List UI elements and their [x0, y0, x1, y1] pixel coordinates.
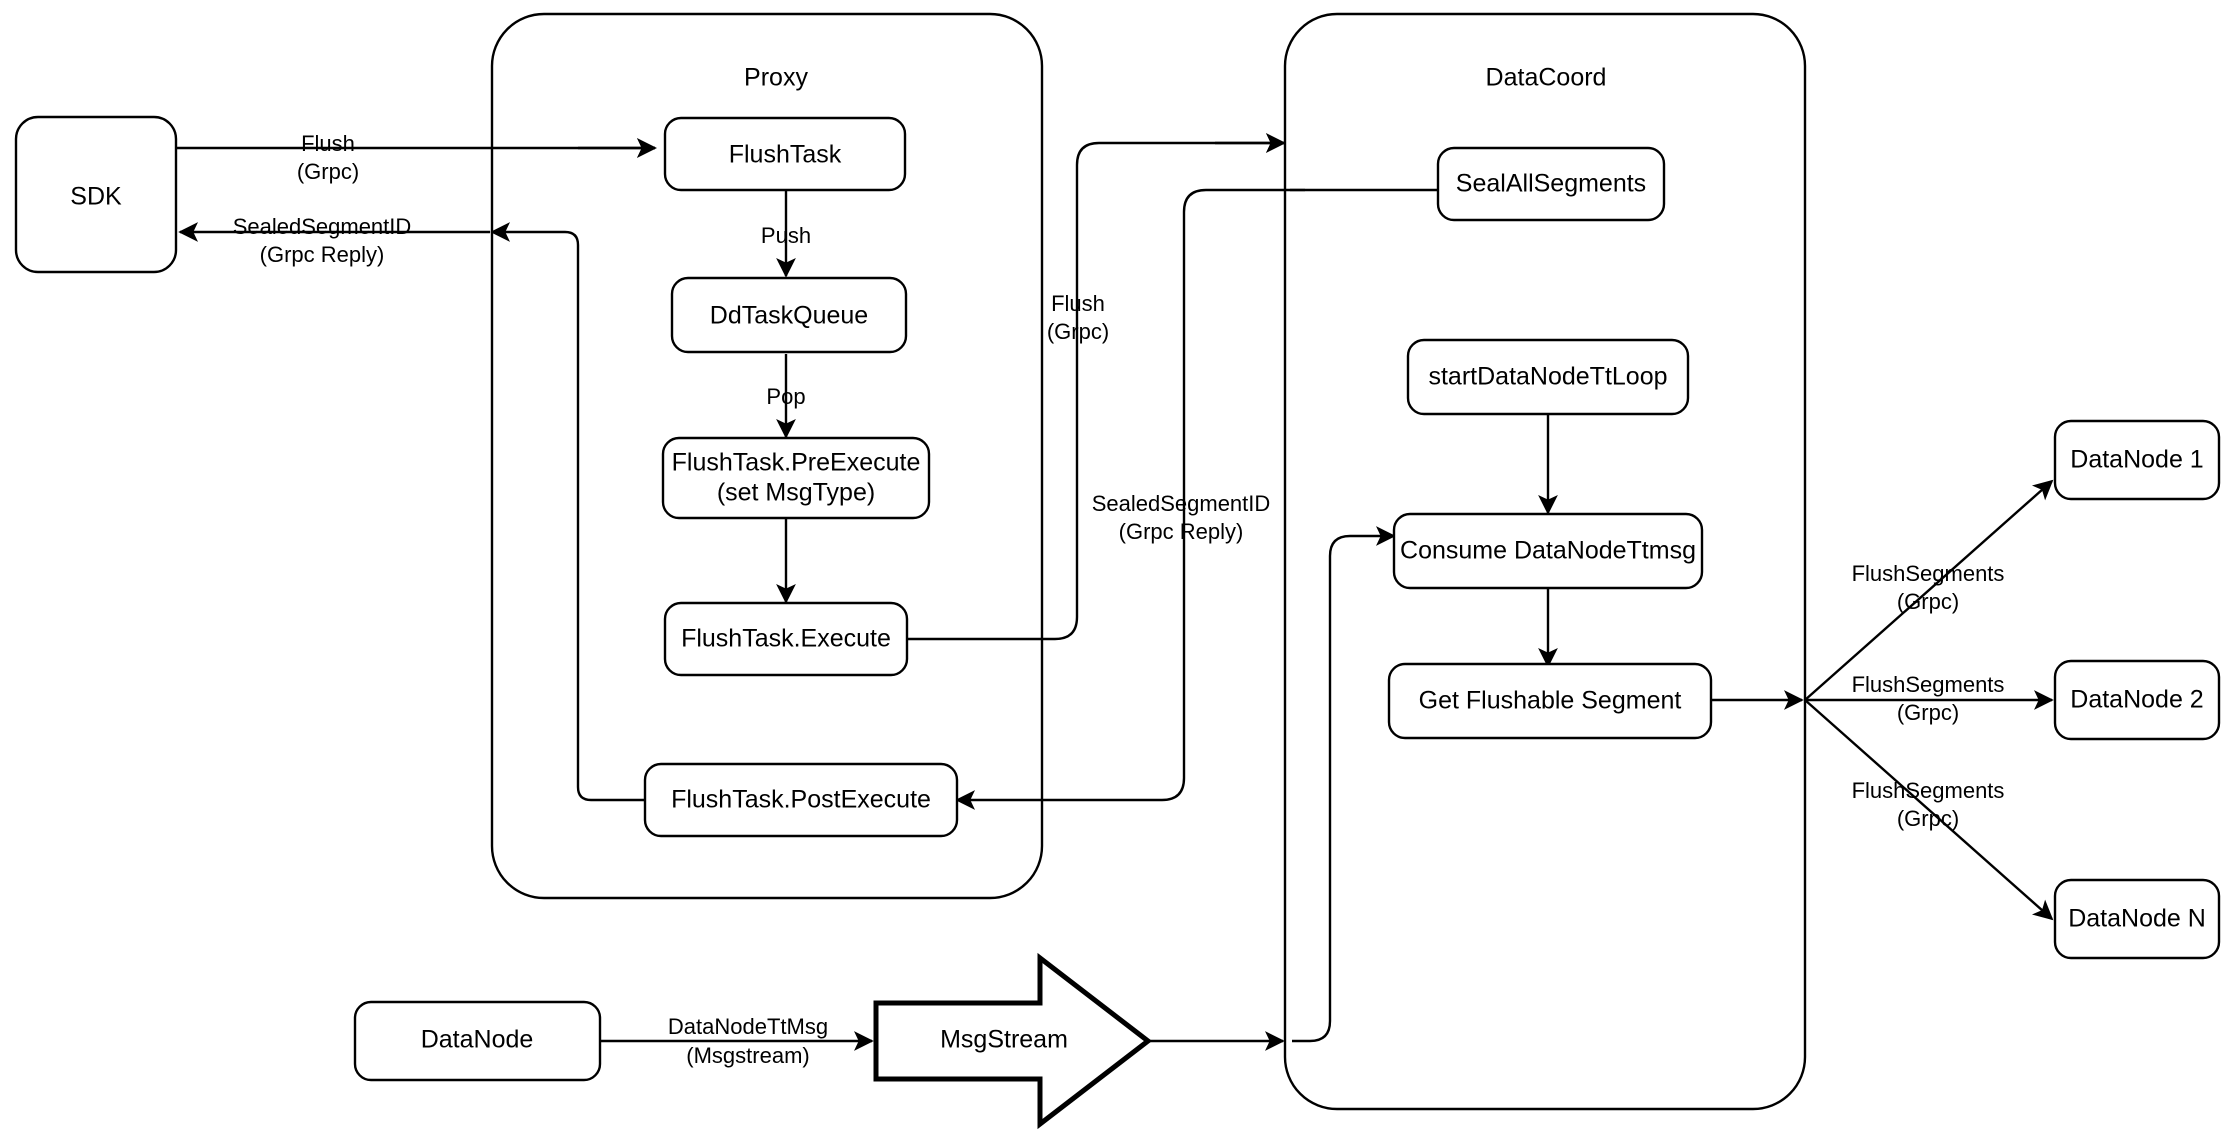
label-sealedsegmentid-line1: SealedSegmentID [233, 214, 412, 239]
node-seal-all-segments[interactable]: SealAllSegments [1436, 146, 1666, 222]
datacoord-container-title: DataCoord [1486, 64, 1607, 92]
edge-label-sdk-to-proxy: Flush (Grpc) [297, 131, 359, 184]
datacoord-container-outline [1283, 12, 1807, 1111]
start-datanode-tt-loop-box [1406, 338, 1690, 416]
edge-junction-to-datanode-n [1804, 699, 2054, 921]
label-sealedsegmentid-dc-line2: (Grpc Reply) [1119, 519, 1244, 544]
get-flushable-segment-box [1387, 662, 1713, 740]
node-get-flushable-segment[interactable]: Get Flushable Segment [1387, 662, 1713, 740]
label-flush-grpc-proxy-dc-line1: Flush [1051, 291, 1105, 316]
node-datanode-1[interactable]: DataNode 1 [2053, 419, 2221, 501]
label-sealedsegmentid-dc-line1: SealedSegmentID [1092, 491, 1271, 516]
flush-task-label: FlushTask [729, 141, 842, 169]
sdk-box [14, 115, 178, 274]
node-flush-task-preexecute[interactable]: FlushTask.PreExecute (set MsgType) [661, 436, 931, 520]
datanode-n-box [2053, 878, 2221, 960]
label-pop: Pop [766, 384, 805, 409]
label-flushsegments-2-line2: (Grpc) [1897, 700, 1959, 725]
label-flushsegments-n-line2: (Grpc) [1897, 806, 1959, 831]
label-flushsegments-1-line1: FlushSegments [1852, 561, 2005, 586]
label-datanodettmsg-line2: (Msgstream) [686, 1043, 809, 1068]
edge-datacoord-border-to-consume [1292, 526, 1396, 1043]
flush-task-preexecute-label-line2: (set MsgType) [717, 479, 875, 507]
msgstream-label: MsgStream [940, 1026, 1068, 1054]
proxy-container-title: Proxy [744, 64, 808, 92]
label-datanodettmsg-line1: DataNodeTtMsg [668, 1014, 828, 1039]
node-dd-task-queue[interactable]: DdTaskQueue [670, 276, 908, 354]
consume-datanode-ttmsg-label: Consume DataNodeTtmsg [1400, 537, 1696, 565]
flush-task-postexecute-box [643, 762, 959, 838]
flush-task-box [663, 116, 907, 192]
datanode-2-box [2053, 659, 2221, 741]
container-datacoord[interactable]: DataCoord [1283, 12, 1807, 1111]
datanode-1-label: DataNode 1 [2070, 446, 2203, 474]
label-sealedsegmentid-line2: (Grpc Reply) [260, 242, 385, 267]
flush-task-preexecute-box [661, 436, 931, 520]
get-flushable-segment-label: Get Flushable Segment [1419, 687, 1682, 715]
datanode-source-box [353, 1000, 602, 1082]
datanode-1-box [2053, 419, 2221, 501]
node-msgstream[interactable]: MsgStream [873, 952, 1153, 1130]
label-flushsegments-n-line1: FlushSegments [1852, 778, 2005, 803]
seal-all-segments-label: SealAllSegments [1456, 170, 1646, 198]
label-flush-grpc-line1: Flush [301, 131, 355, 156]
dd-task-queue-box [670, 276, 908, 354]
proxy-container-outline [490, 12, 1044, 900]
edge-sealallsegments-to-postexecute [955, 188, 1438, 810]
sdk-label: SDK [70, 183, 122, 211]
edge-label-flushsegments-2: FlushSegments (Grpc) [1852, 672, 2005, 725]
flush-task-postexecute-label: FlushTask.PostExecute [671, 786, 931, 814]
label-push: Push [761, 223, 811, 248]
flush-task-execute-box [663, 601, 909, 677]
label-flush-grpc-line2: (Grpc) [297, 159, 359, 184]
node-start-datanode-tt-loop[interactable]: startDataNodeTtLoop [1406, 338, 1690, 416]
edge-postexecute-to-sdk [490, 222, 645, 802]
datanode-n-label: DataNode N [2068, 905, 2206, 933]
node-sdk[interactable]: SDK [14, 115, 178, 274]
consume-datanode-ttmsg-box [1392, 512, 1704, 590]
start-datanode-tt-loop-label: startDataNodeTtLoop [1428, 363, 1667, 391]
node-datanode-2[interactable]: DataNode 2 [2053, 659, 2221, 741]
edge-label-flushsegments-n: FlushSegments (Grpc) [1852, 778, 2005, 831]
datanode-source-label: DataNode [421, 1026, 534, 1054]
edge-label-flushsegments-1: FlushSegments (Grpc) [1852, 561, 2005, 614]
edge-junction-to-datanode-1 [1804, 479, 2054, 701]
edge-label-datacoord-to-proxy: SealedSegmentID (Grpc Reply) [1092, 491, 1271, 544]
edge-label-proxy-to-datacoord: Flush (Grpc) [1047, 291, 1109, 344]
datanode-2-label: DataNode 2 [2070, 686, 2203, 714]
label-flush-grpc-proxy-dc-line2: (Grpc) [1047, 319, 1109, 344]
seal-all-segments-box [1436, 146, 1666, 222]
node-datanode-source[interactable]: DataNode [353, 1000, 602, 1082]
node-flush-task-postexecute[interactable]: FlushTask.PostExecute [643, 762, 959, 838]
node-flush-task-execute[interactable]: FlushTask.Execute [663, 601, 909, 677]
label-flushsegments-1-line2: (Grpc) [1897, 589, 1959, 614]
edge-label-proxy-to-sdk: SealedSegmentID (Grpc Reply) [233, 214, 412, 267]
node-flush-task[interactable]: FlushTask [663, 116, 907, 192]
edge-label-datanode-ttmsg: DataNodeTtMsg (Msgstream) [668, 1014, 828, 1068]
msgstream-block-arrow-shape [873, 952, 1153, 1130]
flush-task-execute-label: FlushTask.Execute [681, 625, 891, 653]
node-datanode-n[interactable]: DataNode N [2053, 878, 2221, 960]
flush-task-preexecute-label-line1: FlushTask.PreExecute [672, 449, 921, 477]
container-proxy[interactable]: Proxy [490, 12, 1044, 900]
edge-execute-to-sealallsegments [907, 133, 1286, 641]
label-flushsegments-2-line1: FlushSegments [1852, 672, 2005, 697]
node-consume-datanode-ttmsg[interactable]: Consume DataNodeTtmsg [1392, 512, 1704, 590]
dd-task-queue-label: DdTaskQueue [710, 302, 868, 330]
